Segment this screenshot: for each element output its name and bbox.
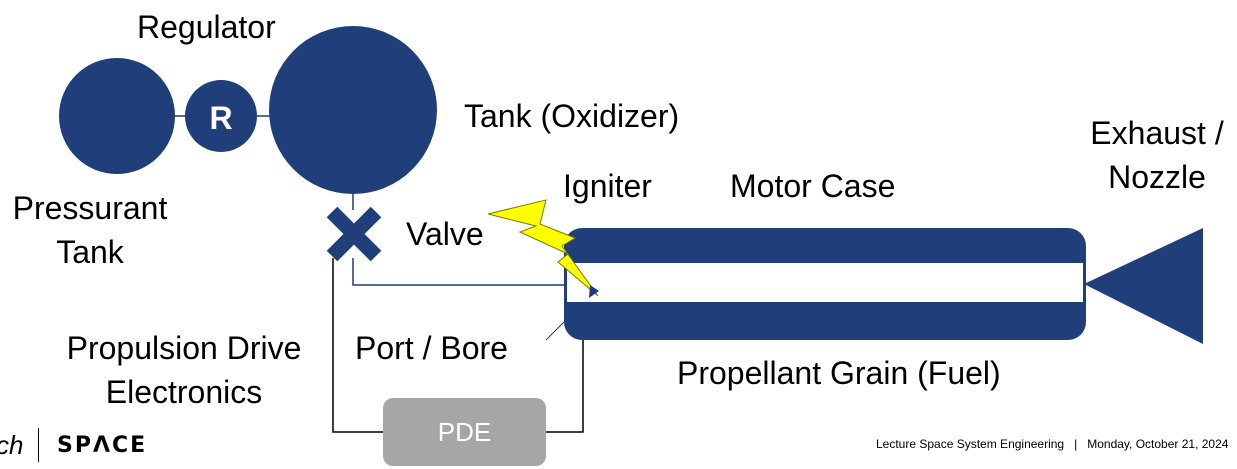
footer-separator: | <box>1074 437 1078 451</box>
propellant-grain-label: Propellant Grain (Fuel) <box>677 355 1001 391</box>
footer-left-fragment: ch <box>0 430 24 460</box>
motor-case-label: Motor Case <box>730 168 896 204</box>
pde-box: PDE <box>383 398 546 466</box>
regulator <box>185 80 257 152</box>
valve-label: Valve <box>406 216 484 252</box>
port-bore-label: Port / Bore <box>355 330 508 366</box>
igniter-label: Igniter <box>563 168 652 204</box>
valve-to-port-line <box>352 258 596 286</box>
regulator-symbol: R <box>209 100 233 136</box>
pressurant-tank-label: Pressurant Tank <box>12 190 168 270</box>
oxidizer-tank <box>269 26 437 194</box>
footer-date: Monday, October 21, 2024 <box>1087 437 1229 451</box>
tank-oxidizer-label: Tank (Oxidizer) <box>464 98 680 134</box>
pressurant-tank <box>59 58 175 174</box>
pde-to-igniter-wire <box>546 297 584 433</box>
regulator-label: Regulator <box>137 9 276 45</box>
footer-lecture-title: Lecture Space System Engineering <box>876 437 1065 451</box>
triangle-nozzle-icon <box>1084 228 1203 344</box>
space-logo: SPΛCE <box>57 433 148 458</box>
port-bore-leader-line <box>545 319 567 341</box>
lightning-bolt-icon <box>487 199 599 297</box>
exhaust-nozzle-label: Exhaust / Nozzle <box>1090 115 1224 195</box>
port-bore <box>567 263 1083 302</box>
valve-to-pde-wire <box>332 258 383 433</box>
footer-divider <box>38 428 39 462</box>
footer-info: Lecture Space System Engineering | Monday,… <box>876 436 1228 452</box>
arrow-head-icon <box>589 285 599 298</box>
propulsion-drive-electronics-label: Propulsion Drive Electronics <box>66 330 302 410</box>
x-cross-icon <box>326 206 382 262</box>
